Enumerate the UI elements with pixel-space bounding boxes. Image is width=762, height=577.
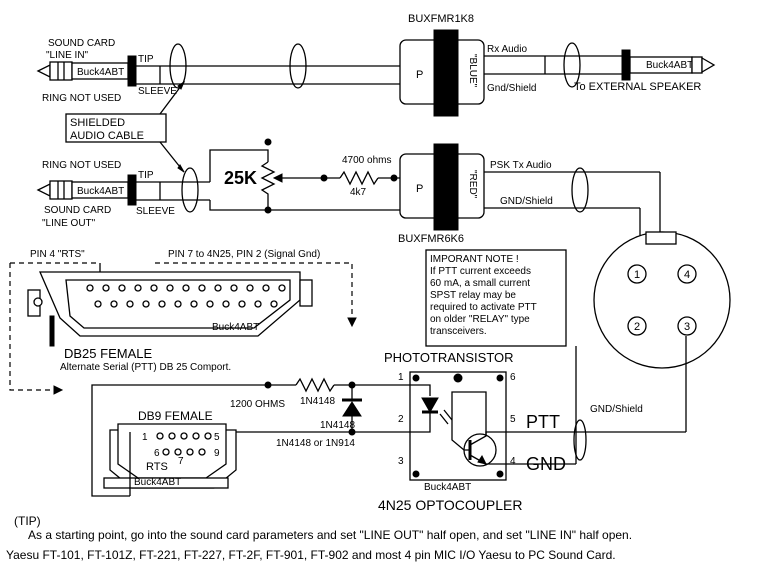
- line-in-title: SOUND CARD: [48, 38, 115, 49]
- diode-name: 1N4148: [320, 420, 355, 431]
- db9-pins: [156, 432, 212, 456]
- shielded-cable-line2: AUDIO CABLE: [70, 130, 144, 142]
- resistor-4k7-value: 4700 ohms: [342, 155, 391, 166]
- line-out-title: SOUND CARD: [44, 205, 111, 216]
- tip-label: (TIP): [14, 514, 41, 528]
- transformer-bottom-primary: P: [416, 183, 423, 195]
- external-speaker-label: To EXTERNAL SPEAKER: [574, 81, 701, 93]
- db9-connector: DB9 FEMALE 1 5 6 9 7 RTS Buck4ABT: [103, 409, 237, 496]
- mic-pin-4: 4: [684, 269, 690, 281]
- db25-subtitle: Alternate Serial (PTT) DB 25 Comport.: [60, 362, 231, 373]
- shielded-cable-line1: SHIELDED: [70, 117, 125, 129]
- line-out-sleeve-label: SLEEVE: [136, 206, 175, 217]
- note-line-5: required to activate PTT: [430, 302, 537, 313]
- db25-connector: PIN 4 "RTS" PIN 7 to 4N25, PIN 2 (Signal…: [9, 249, 357, 395]
- note-line-4: SPST relay may be: [430, 290, 516, 301]
- opto-ptt-label: PTT: [526, 412, 560, 432]
- transformer-top-name: BUXFMR1K8: [408, 13, 474, 25]
- db9-title: DB9 FEMALE: [138, 409, 213, 423]
- mic-pin-1: 1: [634, 269, 640, 281]
- speaker-plug-brand: Buck4ABT: [646, 60, 693, 71]
- note-line-6: on older "RELAY" type: [430, 314, 530, 325]
- ptt-wiring: GND/Shield: [520, 336, 687, 465]
- diode-alt: 1N4148 or 1N914: [276, 438, 355, 449]
- speaker-cable: To EXTERNAL SPEAKER: [484, 42, 701, 93]
- opto-brand: Buck4ABT: [424, 482, 471, 493]
- line-in-cable: [136, 43, 410, 89]
- tip-text: As a starting point, go into the sound c…: [28, 528, 633, 542]
- ptt-gnd-shield-label: GND/Shield: [590, 404, 643, 415]
- line-in-ring-label: RING NOT USED: [42, 93, 121, 104]
- opto-pin-2: 2: [398, 414, 404, 425]
- db25-pins: [86, 284, 286, 308]
- mic-pin-2: 2: [634, 321, 640, 333]
- mic-pin-3: 3: [684, 321, 690, 333]
- transformer-bottom-tx-label: PSK Tx Audio: [490, 160, 552, 171]
- opto-pin-5: 5: [510, 414, 516, 425]
- line-in-tip-label: TIP: [138, 54, 154, 65]
- diode-label: 1N4148: [300, 396, 335, 407]
- transformer-top-rx-label: Rx Audio: [487, 44, 527, 55]
- note-line-1: IMPORANT NOTE !: [430, 254, 519, 265]
- note-line-7: transceivers.: [430, 326, 487, 337]
- db9-pin-1: 1: [142, 432, 148, 443]
- mic-connector: 1 2 3 4: [593, 231, 731, 369]
- db9-rts-label: RTS: [146, 461, 168, 473]
- db9-pin-9: 9: [214, 448, 220, 459]
- db25-title: DB25 FEMALE: [64, 346, 152, 361]
- db9-pin-7: 7: [178, 456, 184, 467]
- footer-text: Yaesu FT-101, FT-101Z, FT-221, FT-227, F…: [6, 548, 616, 562]
- line-in-subtitle: "LINE IN": [46, 50, 89, 61]
- transformer-bottom: P "RED" BUXFMR6K6 PSK Tx Audio GND/Shiel…: [398, 143, 553, 245]
- line-out-subtitle: "LINE OUT": [42, 218, 96, 229]
- pot-value: 25K: [224, 168, 257, 188]
- line-in-sleeve-label: SLEEVE: [138, 86, 177, 97]
- resistor-4k7: 4700 ohms 4k7: [296, 155, 410, 198]
- opto-pin-3: 3: [398, 456, 404, 467]
- db9-pin-6: 6: [154, 448, 160, 459]
- resistor-1200-value: 1200 OHMS: [230, 399, 285, 410]
- transformer-top-color: "BLUE": [467, 54, 478, 88]
- shielded-cable-callout: SHIELDED AUDIO CABLE: [65, 80, 186, 173]
- transformer-bottom-name: BUXFMR6K6: [398, 233, 464, 245]
- line-out-plug: RING NOT USED Buck4ABT TIP SLEEVE SOUND …: [36, 160, 175, 229]
- transformer-top-primary: P: [416, 69, 423, 81]
- speaker-plug: Buck4ABT: [621, 49, 716, 81]
- opto-top-label: PHOTOTRANSISTOR: [384, 350, 514, 365]
- line-in-plug: SOUND CARD "LINE IN" Buck4ABT RING NOT U…: [36, 38, 177, 104]
- transformer-top: BUXFMR1K8 P "BLUE" Rx Audio Gnd/Shield: [399, 13, 536, 117]
- resistor-1200: 1200 OHMS: [230, 377, 396, 410]
- transformer-top-gnd-label: Gnd/Shield: [487, 83, 536, 94]
- rts-wire: [91, 384, 268, 497]
- line-out-tip-label: TIP: [138, 170, 154, 181]
- opto-pin-6: 6: [510, 372, 516, 383]
- line-out-cable: [136, 149, 410, 213]
- line-out-plug-brand: Buck4ABT: [77, 186, 124, 197]
- note-line-3: 60 mA, a small current: [430, 278, 530, 289]
- important-note: IMPORANT NOTE ! If PTT current exceeds 6…: [425, 249, 567, 347]
- optocoupler-4n25: PHOTOTRANSISTOR 1 2 3 4 5 6 Buck4ABT 4N2…: [378, 350, 566, 513]
- potentiometer-25k: 25K: [224, 138, 296, 214]
- transformer-bottom-gnd-label: GND/Shield: [500, 196, 553, 207]
- db25-pin4-label: PIN 4 "RTS": [30, 249, 85, 260]
- note-line-2: If PTT current exceeds: [430, 266, 531, 277]
- opto-pin-1: 1: [398, 372, 404, 383]
- transformer-bottom-color: "RED": [467, 170, 478, 199]
- resistor-4k7-short: 4k7: [350, 187, 367, 198]
- line-in-plug-brand: Buck4ABT: [77, 67, 124, 78]
- opto-pin-4: 4: [510, 456, 516, 467]
- db25-pin7-label: PIN 7 to 4N25, PIN 2 (Signal Gnd): [168, 249, 320, 260]
- db25-brand: Buck4ABT: [212, 322, 259, 333]
- line-out-ring-label: RING NOT USED: [42, 160, 121, 171]
- opto-bottom-label: 4N25 OPTOCOUPLER: [378, 497, 522, 513]
- db9-pin-5: 5: [214, 432, 220, 443]
- db9-brand: Buck4ABT: [134, 477, 181, 488]
